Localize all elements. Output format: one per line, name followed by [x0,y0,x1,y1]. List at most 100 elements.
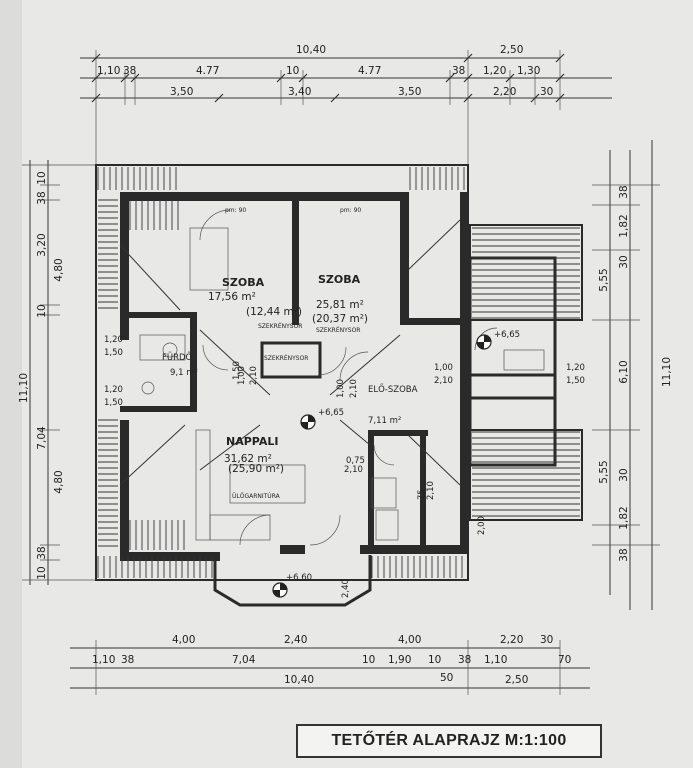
dim-left-g: 4,80 [53,470,65,493]
room-labels: SZOBA 17,56 m² (12,44 m²) SZOBA 25,81 m²… [162,273,418,475]
level-nappali: +6,65 [318,408,344,418]
dim-right-f: 5,55 [598,460,610,483]
opening-l: 1,50 [566,376,585,386]
dim-top-wing: 2,50 [500,44,523,56]
annotations: pm: 90 pm: 90 SZEKRÉNYSOR SZEKRÉNYSOR SZ… [225,207,361,500]
dim-top-g: 1,20 [483,65,506,77]
dim-top-j: 3,40 [288,86,311,98]
dim-top-l: 2,20 [493,86,516,98]
dim-bottom-i: 10 [362,654,375,666]
room-szoba1-name: SZOBA [222,276,265,289]
note-pm-2: pm: 90 [340,207,361,214]
opening-k: 1,20 [566,363,585,373]
dim-bottom-j: 1,90 [388,654,411,666]
door-swings [199,209,498,546]
dim-top-h: 1,30 [517,65,540,77]
dim-left-f: 7,04 [36,426,48,450]
room-szoba2-name: SZOBA [318,273,361,286]
room-szoba1-area: 17,56 m² [208,291,256,303]
note-ulogarnitura: ÜLŐGARNITÚRA [232,493,281,500]
room-nappali-net: (25,90 m²) [228,463,284,475]
room-nappali-area: 31,62 m² [224,453,272,465]
dim-top-k: 3,50 [398,86,421,98]
plan-title: TETŐTÉR ALAPRAJZ M:1:100 [331,732,567,749]
bottom-dimension-chains: 4,00 2,40 4,00 2,20 30 1,10 38 7,04 10 1… [70,634,590,695]
note-szekreny-1: SZEKRÉNYSOR [258,322,302,330]
room-szoba2-net: (20,37 m²) [312,313,368,325]
opening-r: 2,00 [477,516,487,535]
dim-top-e: 4.77 [358,65,381,77]
dim-left-e: 10 [36,304,48,317]
roof-hatching [97,167,580,578]
dim-bottom-m: 1,10 [484,654,507,666]
dim-bottom-total: 10,40 [284,674,314,686]
dim-bottom-g: 38 [121,654,134,666]
dim-top-d: 10 [286,65,299,77]
dim-right-a: 38 [618,185,630,198]
opening-f: 2,10 [249,366,259,385]
dim-top-f: 38 [452,65,465,77]
opening-a: 1,20 [104,335,123,345]
note-pm-1: pm: 90 [225,207,246,214]
opening-o: 75 [417,489,427,500]
dim-top-m: 30 [540,86,553,98]
dim-right-c: 5,55 [598,268,610,291]
level-stair: +6,65 [494,330,520,340]
opening-p: 2,10 [426,481,436,500]
right-dimension-chains: 38 1,82 5,55 30 11,10 6,10 5,55 30 1,82 … [592,140,673,610]
opening-labels: 1,20 1,50 1,20 1,50 1,00 2,10 1,00 2,10 … [104,335,585,598]
dim-top-c: 4.77 [196,65,219,77]
left-dimension-chains: 10 38 3,20 4,80 10 11,10 7,04 4,80 38 10 [18,160,100,585]
dim-bottom-n: 70 [558,654,571,666]
dim-left-i: 10 [36,566,48,579]
room-nappali-name: NAPPALI [226,435,278,448]
opening-c: 1,20 [104,385,123,395]
room-eloszoba-name: ELŐ-SZOBA [368,384,418,395]
dim-top-b: 38 [123,65,136,77]
dim-left-b: 38 [36,191,48,204]
dim-right-d: 30 [618,255,630,268]
walls [95,164,583,607]
room-szoba2-area: 25,81 m² [316,299,364,311]
dim-bottom-wing: 2,50 [505,674,528,686]
dim-bottom-extra: 50 [440,672,453,684]
level-markers: +6,65 +6,65 +6,60 [272,330,520,598]
top-dimension-chains: 10,40 2,50 1,10 38 4.77 10 4.77 38 1,20 … [80,44,612,165]
opening-d: 1,50 [104,398,123,408]
dim-right-g: 30 [618,468,630,481]
dim-bottom-k: 10 [428,654,441,666]
dim-top-i: 3,50 [170,86,193,98]
level-bay: +6,60 [286,573,312,583]
note-szekreny-2: SZEKRÉNYSOR [316,326,360,334]
dim-left-a: 10 [36,171,48,184]
dim-left-h: 38 [36,546,48,559]
opening-m: 1,00 [434,363,453,373]
dim-bottom-e: 30 [540,634,553,646]
dim-right-i: 38 [618,548,630,561]
dim-top-a: 1,10 [97,65,120,77]
room-furdo-area: 9,1 m² [170,368,198,378]
dim-bottom-f: 1,10 [92,654,115,666]
room-furdo-name: FÜRDŐ [162,352,193,363]
dim-right-total: 11,10 [661,357,673,387]
furniture [139,227,545,541]
opening-j: 2,10 [344,465,363,475]
note-szekreny-3: SZEKRÉNYSOR [264,354,308,362]
dim-bottom-d: 2,20 [500,634,523,646]
dim-left-total: 11,10 [18,373,30,403]
opening-n: 2,10 [434,376,453,386]
dim-left-d: 4,80 [53,258,65,281]
opening-e: 1,00 [237,366,247,385]
opening-b: 1,50 [104,348,123,358]
opening-h: 2,10 [349,379,359,398]
paper-edge [0,0,22,768]
dim-bottom-h: 7,04 [232,654,256,666]
room-eloszoba-area: 7,11 m² [368,416,401,426]
opening-q: 2,40 [341,579,351,598]
dim-right-h: 1,82 [618,506,630,529]
dim-right-e: 6,10 [618,360,630,383]
opening-i: 0,75 [346,456,365,466]
dim-bottom-b: 2,40 [284,634,307,646]
dim-right-b: 1,82 [618,214,630,237]
